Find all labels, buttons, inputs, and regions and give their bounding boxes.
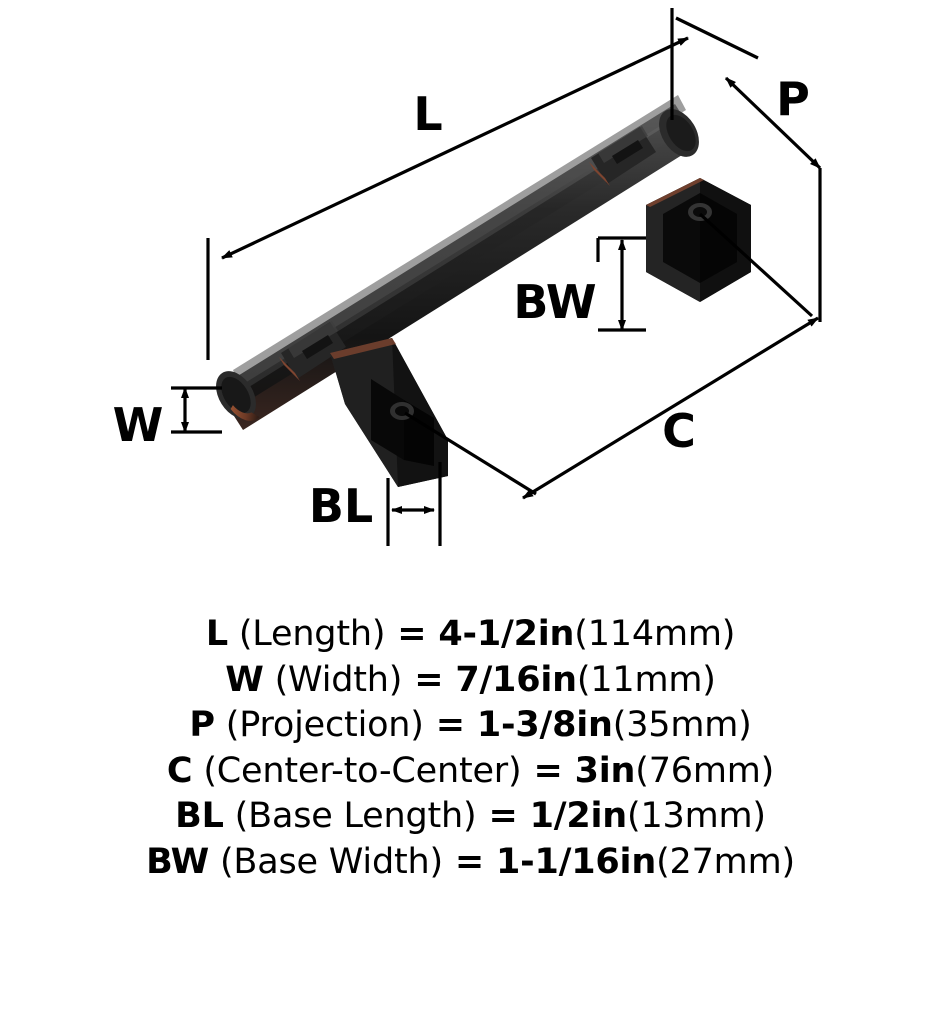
spec-row-center-to-center: C (Center-to-Center) = 3in(76mm) [167, 749, 774, 795]
right-mounting-foot [646, 178, 751, 302]
spec-equals: = [476, 796, 530, 836]
spec-equals: = [423, 705, 477, 745]
dim-label-C: C [662, 404, 696, 458]
spec-equals: = [385, 614, 439, 654]
spec-symbol: BW [146, 841, 210, 882]
dim-label-L: L [413, 87, 442, 141]
left-mounting-foot [330, 338, 448, 487]
spec-equals: = [442, 841, 497, 882]
dim-label-W: W [113, 398, 164, 452]
spec-name: (Base Width) [209, 841, 443, 882]
spec-metric: (35mm) [612, 705, 752, 745]
spec-equals: = [402, 659, 456, 700]
spec-value: 4-1/2in [438, 614, 575, 654]
spec-name: (Width) [263, 659, 403, 700]
dimension-label-group: L P BW C W BL [113, 72, 810, 533]
spec-name: (Center-to-Center) [192, 750, 522, 791]
spec-value: 3in [574, 750, 636, 791]
dim-label-BL: BL [309, 479, 373, 533]
spec-value: 1/2in [529, 796, 628, 836]
spec-row-projection: P (Projection) = 1-3/8in(35mm) [189, 703, 751, 749]
spec-metric: (11mm) [576, 659, 716, 700]
spec-symbol: W [225, 659, 264, 700]
spec-value: 1-1/16in [496, 841, 657, 882]
spec-symbol: BL [175, 796, 224, 836]
spec-symbol: C [166, 750, 193, 791]
spec-equals: = [521, 750, 575, 791]
dim-arrow-C [522, 316, 819, 500]
spec-row-length: L (Length) = 4-1/2in(114mm) [205, 612, 736, 658]
spec-row-width: W (Width) = 7/16in(11mm) [225, 658, 716, 704]
dim-arrow-P [724, 76, 822, 170]
spec-metric: (114mm) [574, 614, 736, 654]
spec-row-base-length: BL (Base Length) = 1/2in(13mm) [175, 794, 766, 840]
specification-list: L (Length) = 4-1/2in(114mm) W (Width) = … [0, 612, 941, 885]
spec-metric: (27mm) [656, 841, 795, 882]
spec-metric: (13mm) [626, 796, 766, 836]
product-drawing: L P BW C W BL [113, 8, 822, 546]
ext-line-P-top [675, 16, 759, 60]
spec-name: (Length) [227, 614, 386, 654]
dimension-lines [171, 8, 822, 546]
spec-value: 1-3/8in [476, 705, 613, 745]
dim-label-BW: BW [513, 275, 596, 329]
spec-name: (Base Length) [223, 796, 477, 836]
dim-label-P: P [776, 72, 810, 126]
spec-metric: (76mm) [635, 750, 775, 791]
spec-symbol: P [189, 705, 215, 745]
spec-row-base-width: BW (Base Width) = 1-1/16in(27mm) [146, 840, 795, 886]
spec-name: (Projection) [214, 705, 424, 745]
leader-line-C-left [404, 411, 537, 496]
spec-value: 7/16in [455, 659, 577, 700]
dim-arrow-L [221, 36, 689, 260]
leader-line-C-right [698, 212, 814, 318]
left-collar [279, 321, 346, 381]
spec-symbol: L [205, 614, 228, 654]
